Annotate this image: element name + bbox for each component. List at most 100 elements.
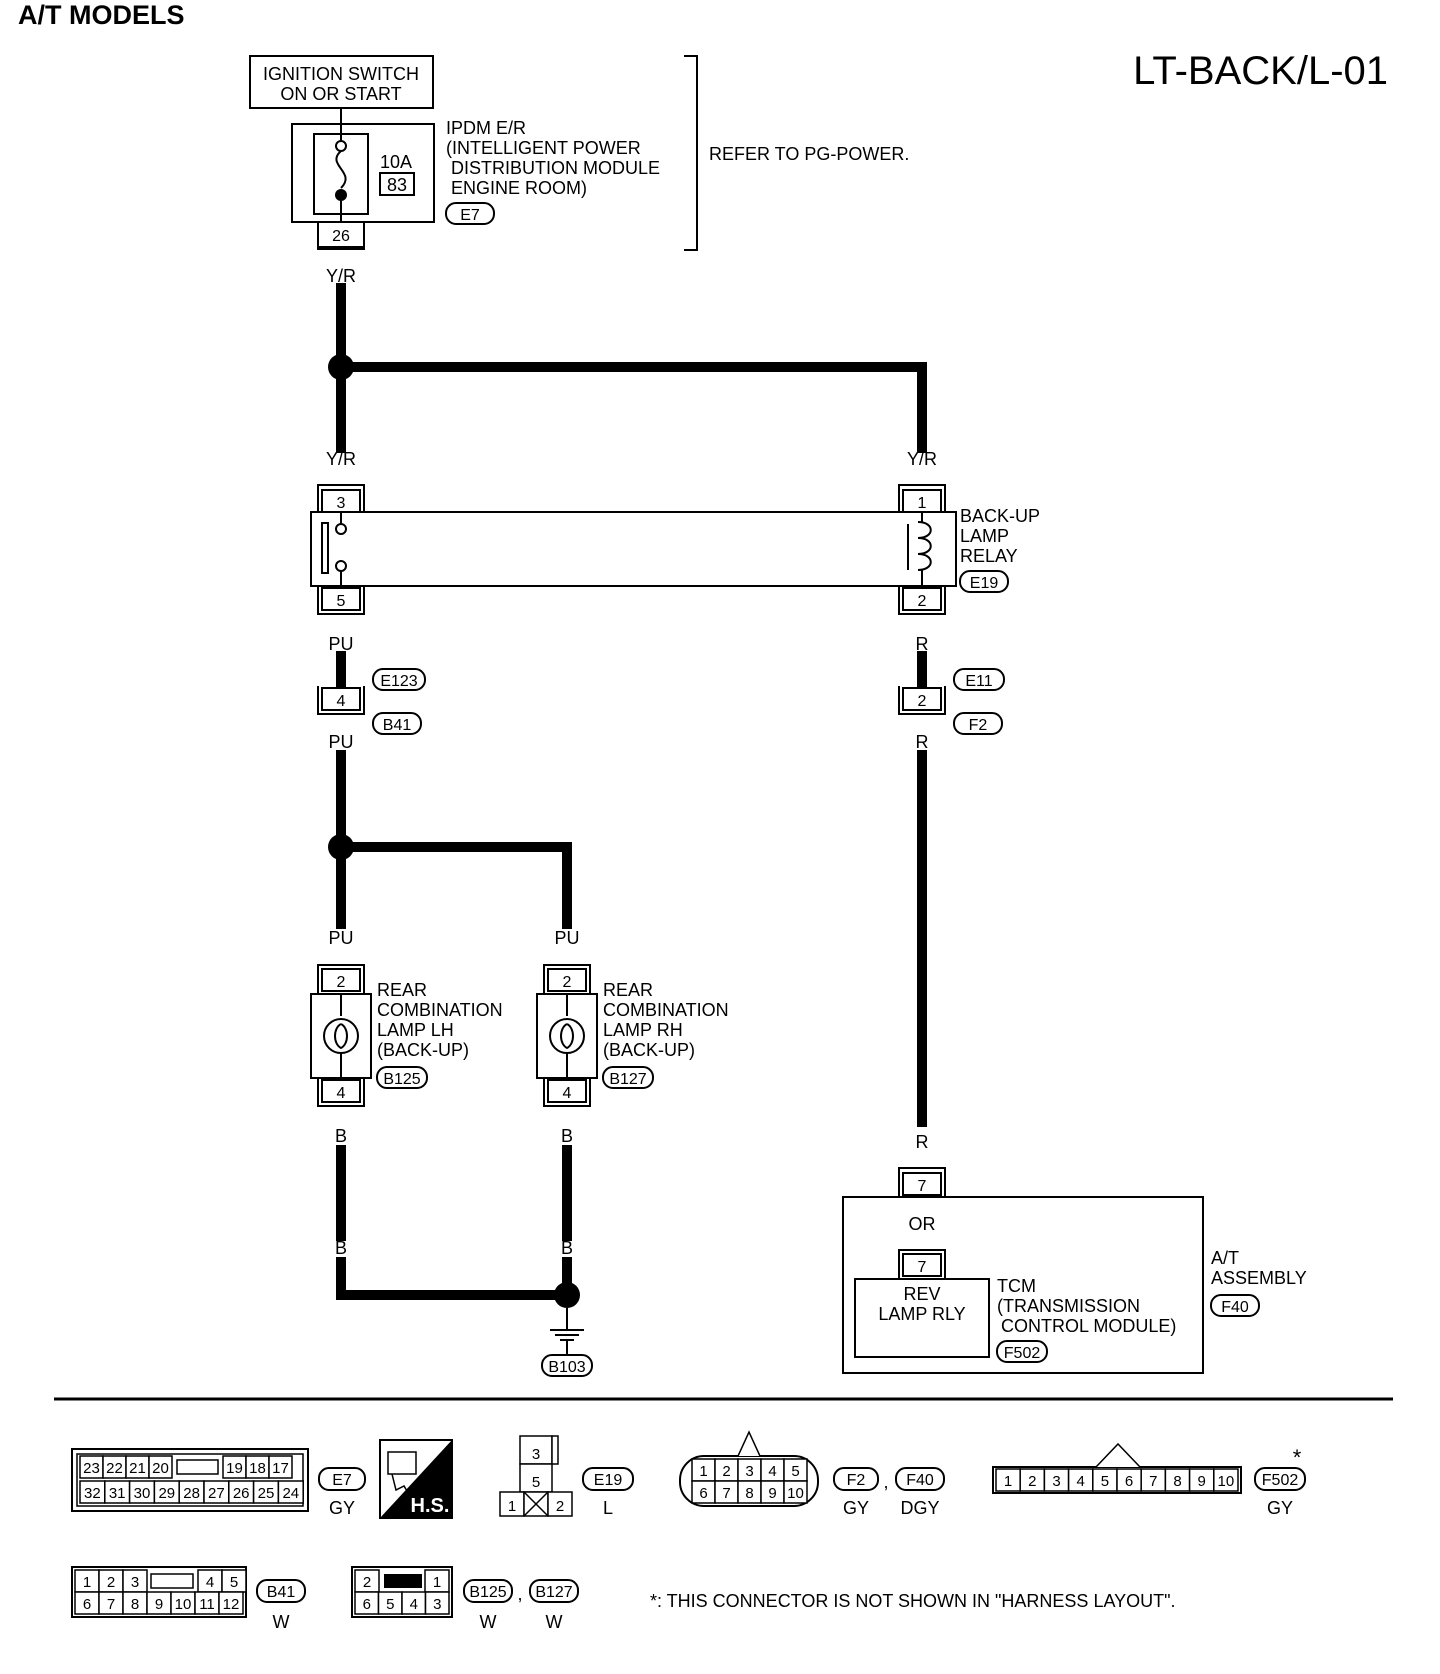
connector-tag-f2: [953, 712, 1003, 735]
wire-color-or: OR: [909, 1214, 936, 1234]
at-pin-7-inner: 7: [898, 1249, 946, 1279]
b125-view-tag-label: B125: [469, 1584, 506, 1601]
e19-pin-top: [519, 1435, 553, 1465]
connector-tag-e7: [445, 202, 495, 225]
b41-top-pin-1-label: 2: [107, 1574, 115, 1591]
b41-bottom-pin-1-label: 7: [107, 1596, 115, 1613]
e7-top-pin-6: [268, 1455, 293, 1479]
at-assembly-label-1: A/T: [1211, 1248, 1239, 1268]
f502-pin-8-label: 9: [1198, 1473, 1206, 1490]
wire-color-r-1: R: [916, 634, 929, 654]
svg-text:7: 7: [918, 1259, 927, 1276]
tcm-connector-id: F502: [1004, 1345, 1041, 1362]
e7-bottom-pin-7-label: 25: [258, 1485, 275, 1502]
rev-lamp-rly-label-2: LAMP RLY: [878, 1304, 965, 1324]
f40-view-tag: [895, 1467, 945, 1491]
f2-top-pin-1-label: 2: [722, 1463, 730, 1480]
f502-pin-6-label: 7: [1149, 1473, 1157, 1490]
f2-top-pin-4-label: 5: [791, 1463, 799, 1480]
e19-pin-mid: [519, 1463, 553, 1493]
wire-color-b-rh-1: B: [561, 1126, 573, 1146]
at-assembly-connector-id: F40: [1221, 1299, 1249, 1316]
joint-connector-e11-f2: 2: [898, 686, 946, 715]
b125-lock-slot: [384, 1574, 422, 1588]
e19-pin-bottom-0: [499, 1491, 525, 1517]
page-title: A/T MODELS: [18, 0, 185, 30]
e7-bottom-pin-6-label: 26: [233, 1485, 250, 1502]
svg-text:2: 2: [563, 974, 572, 991]
lamp-rh-label-3: LAMP RH: [603, 1020, 683, 1040]
b41-top-pin-0-label: 1: [83, 1574, 91, 1591]
relay-pin-5: 5: [317, 586, 365, 615]
e19-color: L: [603, 1498, 613, 1518]
e7-top-pin-3: [148, 1455, 173, 1479]
f2-top-pin-2-label: 3: [745, 1463, 753, 1480]
connector-tag-b41: [372, 712, 422, 735]
b41-bottom-pin-6-label: 12: [223, 1596, 240, 1613]
ignition-switch-box: IGNITION SWITCH ON OR START: [249, 55, 434, 109]
rev-lamp-rly-label-1: REV: [903, 1284, 940, 1304]
rear-combination-lamp-lh: [310, 993, 372, 1079]
e7-lock-slot: [176, 1459, 219, 1475]
connector-tag-b103: [541, 1354, 593, 1377]
svg-text:1: 1: [918, 495, 927, 512]
e7-top-pin-5-label: 18: [249, 1460, 266, 1477]
ipdm-label-2: (INTELLIGENT POWER: [446, 138, 641, 158]
e19-view-tag-label: E19: [594, 1472, 623, 1489]
f2-view-tag-label: F2: [847, 1472, 866, 1489]
connector-tag-b125: [376, 1066, 428, 1089]
e7-view-tag: [318, 1467, 366, 1491]
at-assembly-label-2: ASSEMBLY: [1211, 1268, 1307, 1288]
wire-color-pu-rh: PU: [554, 928, 579, 948]
connector-tag-f502: [996, 1340, 1048, 1363]
b41-bottom-pin-0-label: 6: [83, 1596, 91, 1613]
b41-view-tag-label: B41: [267, 1584, 296, 1601]
tcm-label-2: (TRANSMISSION: [997, 1296, 1140, 1316]
wire-yr-coil: [336, 362, 927, 453]
b127-view-tag-label: B127: [535, 1584, 572, 1601]
f2-bottom-pin-0-label: 6: [699, 1485, 707, 1502]
f2-top-pin-0-label: 1: [699, 1463, 707, 1480]
e7-bottom-pin-3-label: 29: [158, 1485, 175, 1502]
refer-note: REFER TO PG-POWER.: [709, 144, 909, 164]
e7-bottom-pin-8-label: 24: [282, 1485, 299, 1502]
fuse-amp-rating: 10A: [380, 152, 412, 172]
f2-bottom-pin-1-label: 7: [722, 1485, 730, 1502]
e7-bottom-pin-1-label: 31: [109, 1485, 126, 1502]
e7-bottom-pin-4-label: 28: [183, 1485, 200, 1502]
fuse-number: 83: [387, 175, 407, 195]
svg-text:4: 4: [337, 693, 346, 710]
f502-pin-2-label: 3: [1052, 1473, 1060, 1490]
right-joint-top-connector-id: E11: [965, 673, 992, 690]
lamp-rh-label-1: REAR: [603, 980, 653, 1000]
ipdm-fuse-box: 10A 83: [291, 123, 435, 223]
relay-pin-2: 2: [898, 586, 946, 615]
ground-connector-id: B103: [548, 1359, 585, 1376]
lamp-rh-label-4: (BACK-UP): [603, 1040, 695, 1060]
f2-bottom-pin-3-label: 9: [768, 1485, 776, 1502]
relay-label-1: BACK-UP: [960, 506, 1040, 526]
b125-bottom-pin-2-label: 4: [410, 1596, 418, 1613]
svg-text:4: 4: [563, 1085, 572, 1102]
f40-color: DGY: [900, 1498, 939, 1518]
f502-pin-5-label: 6: [1125, 1473, 1133, 1490]
lamp-lh-label-3: LAMP LH: [377, 1020, 454, 1040]
ipdm-label-1: IPDM E/R: [446, 118, 526, 138]
rear-combination-lamp-rh: [536, 993, 598, 1079]
back-up-lamp-relay: [310, 511, 957, 587]
f2-separator: ,: [883, 1472, 888, 1492]
relay-label-3: RELAY: [960, 546, 1018, 566]
f502-pin-3-label: 4: [1077, 1473, 1085, 1490]
f502-view-tag: [1254, 1467, 1306, 1491]
right-joint-bottom-connector-id: F2: [969, 717, 988, 734]
connector-tag-b127: [602, 1066, 654, 1089]
wire-color-yr-top: Y/R: [326, 266, 356, 286]
wire-color-b-lh-2: B: [335, 1238, 347, 1258]
wire-color-pu-1: PU: [328, 634, 353, 654]
b125-top-pin-1-label: 1: [433, 1574, 441, 1591]
b41-bottom-pin-6: [218, 1591, 244, 1615]
